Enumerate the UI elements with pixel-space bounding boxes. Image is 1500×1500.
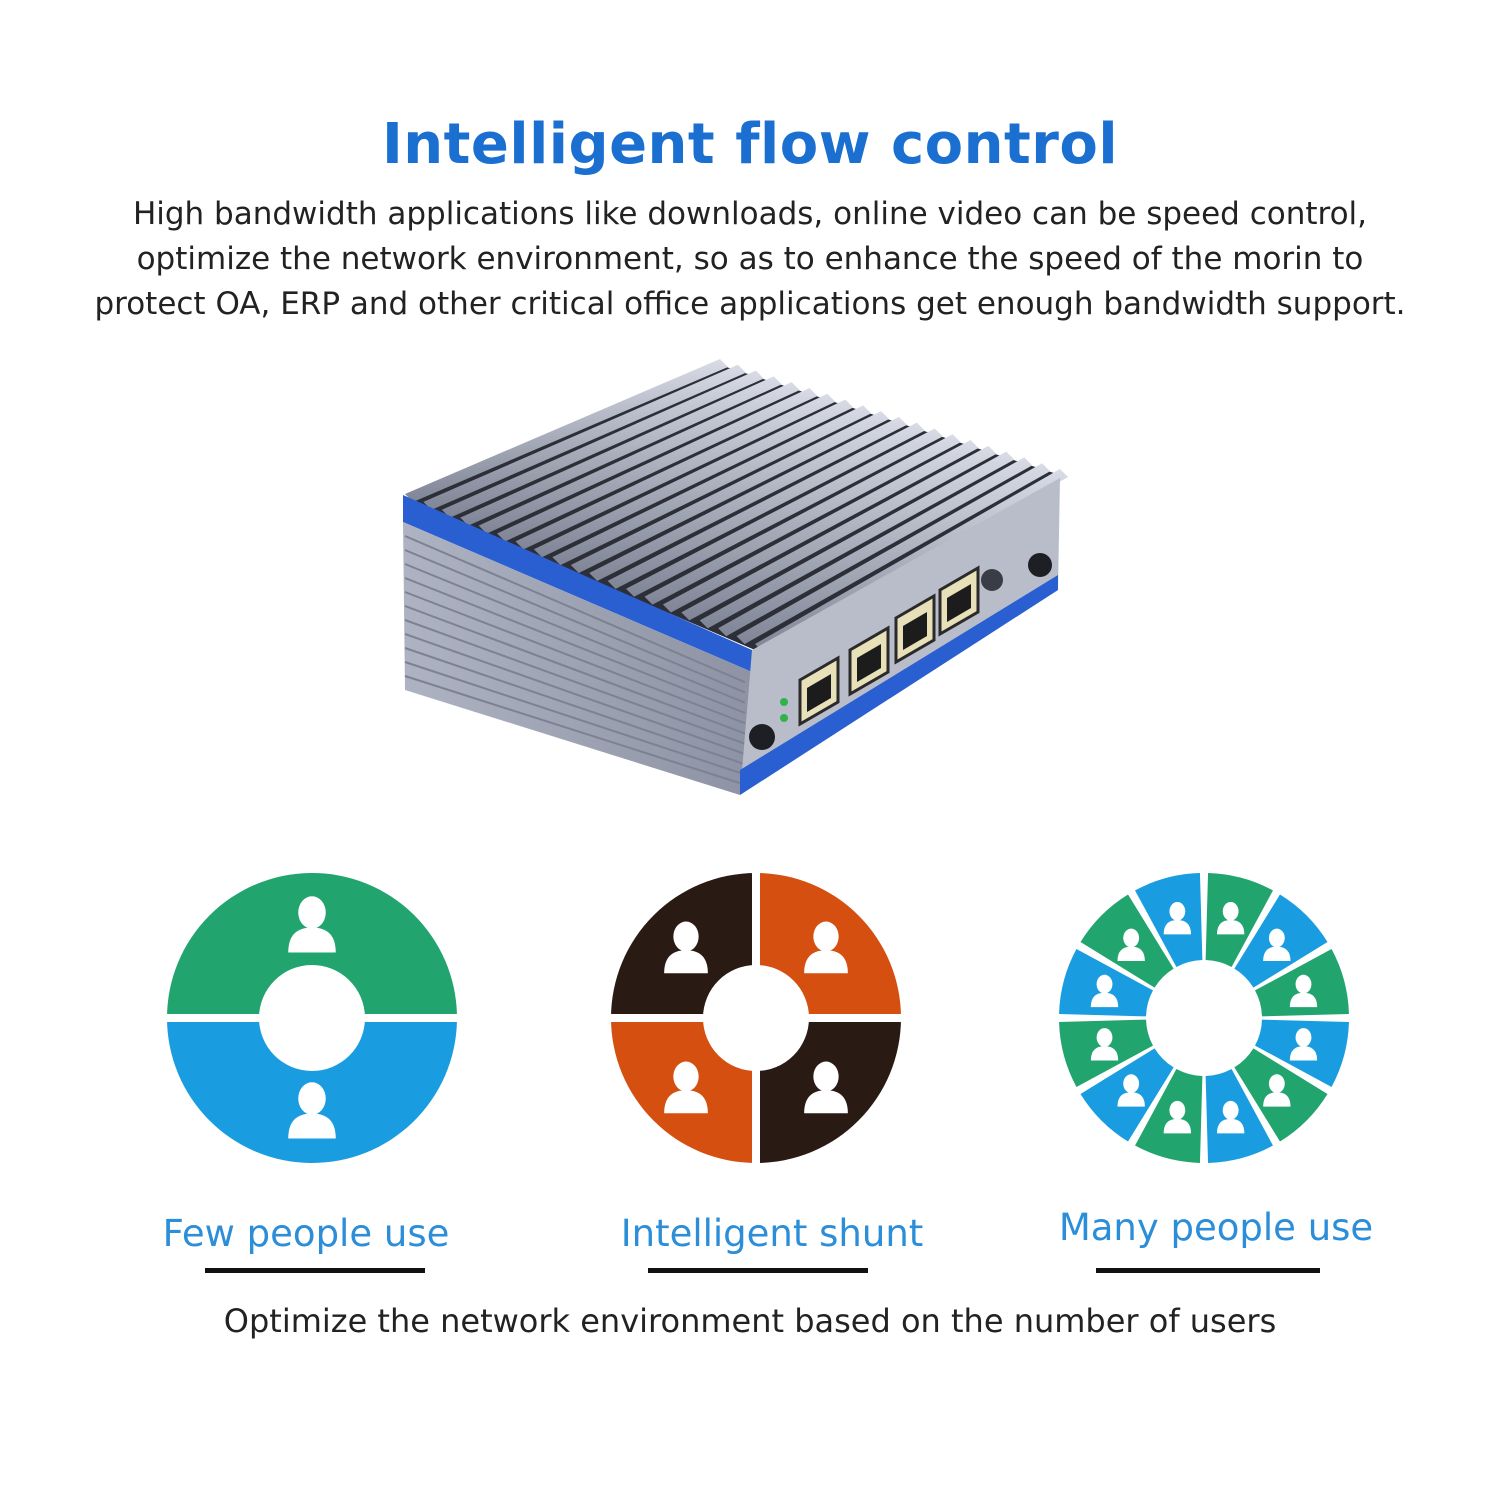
user-icon [1090, 974, 1119, 1008]
reset-button-icon [981, 569, 1003, 591]
heatsink-fin [626, 428, 943, 597]
ethernet-port-icon [798, 655, 840, 727]
many-users-ring [1059, 873, 1349, 1163]
heatsink-fins [405, 359, 1068, 652]
mode-label-few: Few people use [162, 1212, 450, 1255]
user-icon [664, 1061, 708, 1114]
heatsink-fin [497, 387, 818, 542]
side-groove [404, 675, 746, 786]
user-icon [1289, 1028, 1318, 1061]
side-groove [404, 591, 746, 725]
heatsink-fin [736, 463, 1051, 645]
heatsink-fin [423, 364, 746, 510]
heatsink-fin [699, 451, 1015, 629]
user-icon [804, 1061, 848, 1114]
ethernet-ports [798, 565, 980, 727]
ring-segment [1205, 1069, 1273, 1163]
heatsink-fin [515, 393, 836, 550]
heatsink-fin [405, 359, 728, 502]
user-icon [1117, 1074, 1145, 1107]
user-icon [1216, 901, 1245, 935]
side-groove [404, 619, 746, 745]
heatsink-fin [552, 405, 872, 566]
user-icon [1263, 1074, 1291, 1107]
heatsink-fin [607, 422, 925, 589]
user-icon [1289, 974, 1318, 1008]
user-icon [1163, 901, 1192, 935]
ring-segment [1205, 873, 1273, 967]
description-line: High bandwidth applications like downloa… [132, 196, 1368, 232]
page-title: Intelligent flow control [381, 112, 1119, 177]
user-icon [1117, 928, 1145, 962]
heatsink-fin [644, 434, 961, 605]
description: High bandwidth applications like downloa… [30, 192, 1470, 327]
side-groove [404, 661, 746, 776]
user-icon [1216, 1100, 1245, 1134]
side-groove [404, 563, 746, 704]
user-icon [288, 1082, 336, 1139]
underline [205, 1268, 425, 1273]
mode-label-many: Many people use [1058, 1206, 1374, 1249]
side-groove [404, 605, 746, 735]
footer-caption: Optimize the network environment based o… [223, 1302, 1277, 1340]
heatsink-fin [589, 416, 907, 581]
mode-diagrams [167, 872, 1349, 1164]
user-icon [288, 896, 336, 953]
heatsink-fin [662, 440, 979, 613]
power-jack-icon [749, 724, 775, 750]
heatsink-fin [718, 457, 1033, 637]
user-icon [664, 921, 708, 974]
user-icon [804, 921, 848, 974]
description-line: optimize the network environment, so as … [136, 241, 1364, 277]
router-device-image [403, 359, 1068, 795]
user-icon [1263, 928, 1291, 962]
side-groove [404, 535, 746, 684]
few-users-ring [167, 872, 457, 1164]
heatsink-fin [478, 382, 800, 534]
ring-segment [1135, 873, 1203, 967]
side-groove [404, 577, 746, 714]
shunt-ring [611, 873, 901, 1163]
user-icon [1163, 1100, 1192, 1134]
underline [1096, 1268, 1320, 1273]
side-groove [404, 633, 746, 755]
ethernet-port-icon [938, 565, 980, 637]
heatsink-fin [441, 370, 764, 518]
description-line: protect OA, ERP and other critical offic… [94, 286, 1406, 322]
ring-segment [1135, 1069, 1203, 1163]
side-groove [404, 549, 746, 694]
user-icon [1090, 1028, 1119, 1061]
heatsink-fin [533, 399, 854, 558]
ethernet-port-icon [848, 625, 890, 697]
underline [648, 1268, 868, 1273]
side-groove [404, 647, 746, 766]
mode-label-shunt: Intelligent shunt [620, 1212, 924, 1255]
heatsink-fin [460, 376, 782, 526]
heatsink-fin [681, 445, 997, 621]
ethernet-port-icon [894, 593, 936, 665]
heatsink-fin [570, 411, 890, 574]
